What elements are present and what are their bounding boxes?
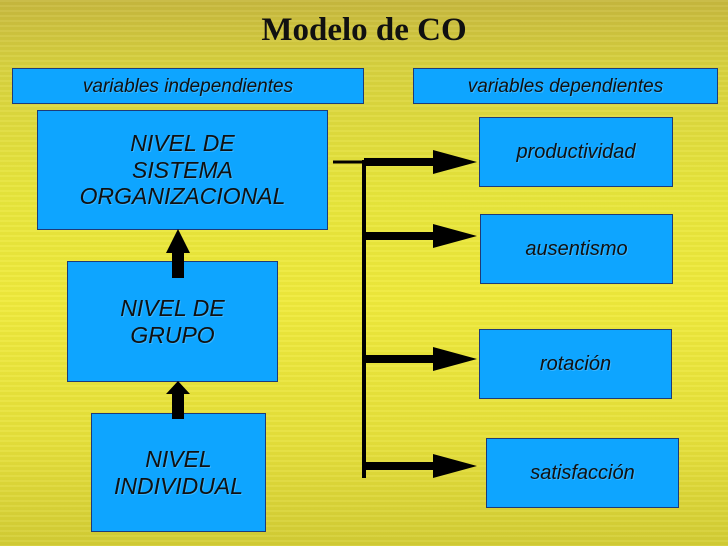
turnover-label: rotación (539, 353, 612, 375)
dependent-variables-label: variables dependientes (467, 76, 664, 97)
satisfaction-label: satisfacción (530, 462, 635, 484)
satisfaction-box: satisfacción (486, 438, 679, 508)
independent-variables-header: variables independientes (12, 68, 364, 104)
group-level-label: NIVEL DE GRUPO (120, 295, 225, 348)
dependent-variables-header: variables dependientes (413, 68, 718, 104)
organizational-system-level-label: NIVEL DE SISTEMA ORGANIZACIONAL (79, 130, 286, 210)
absenteeism-arrow-head (433, 224, 477, 248)
group-to-org-arrow-head (166, 229, 190, 253)
independent-variables-label: variables independientes (82, 76, 294, 97)
page-title: Modelo de CO (261, 12, 467, 48)
individual-level-box: NIVEL INDIVIDUAL (91, 413, 266, 532)
absenteeism-box: ausentismo (480, 214, 673, 284)
flow-connectors (333, 158, 436, 478)
productivity-arrow-head (433, 150, 477, 174)
turnover-arrow-head (433, 347, 477, 371)
organizational-system-level-box: NIVEL DE SISTEMA ORGANIZACIONAL (37, 110, 328, 230)
flow-arrowheads (433, 150, 477, 478)
individual-level-label: NIVEL INDIVIDUAL (113, 446, 244, 499)
group-level-box: NIVEL DE GRUPO (67, 261, 278, 382)
absenteeism-label: ausentismo (525, 238, 628, 260)
productivity-box: productividad (479, 117, 673, 187)
turnover-box: rotación (479, 329, 672, 399)
productivity-label: productividad (516, 141, 636, 163)
satisfaction-arrow-head (433, 454, 477, 478)
individual-to-group-arrow-head (166, 381, 190, 394)
